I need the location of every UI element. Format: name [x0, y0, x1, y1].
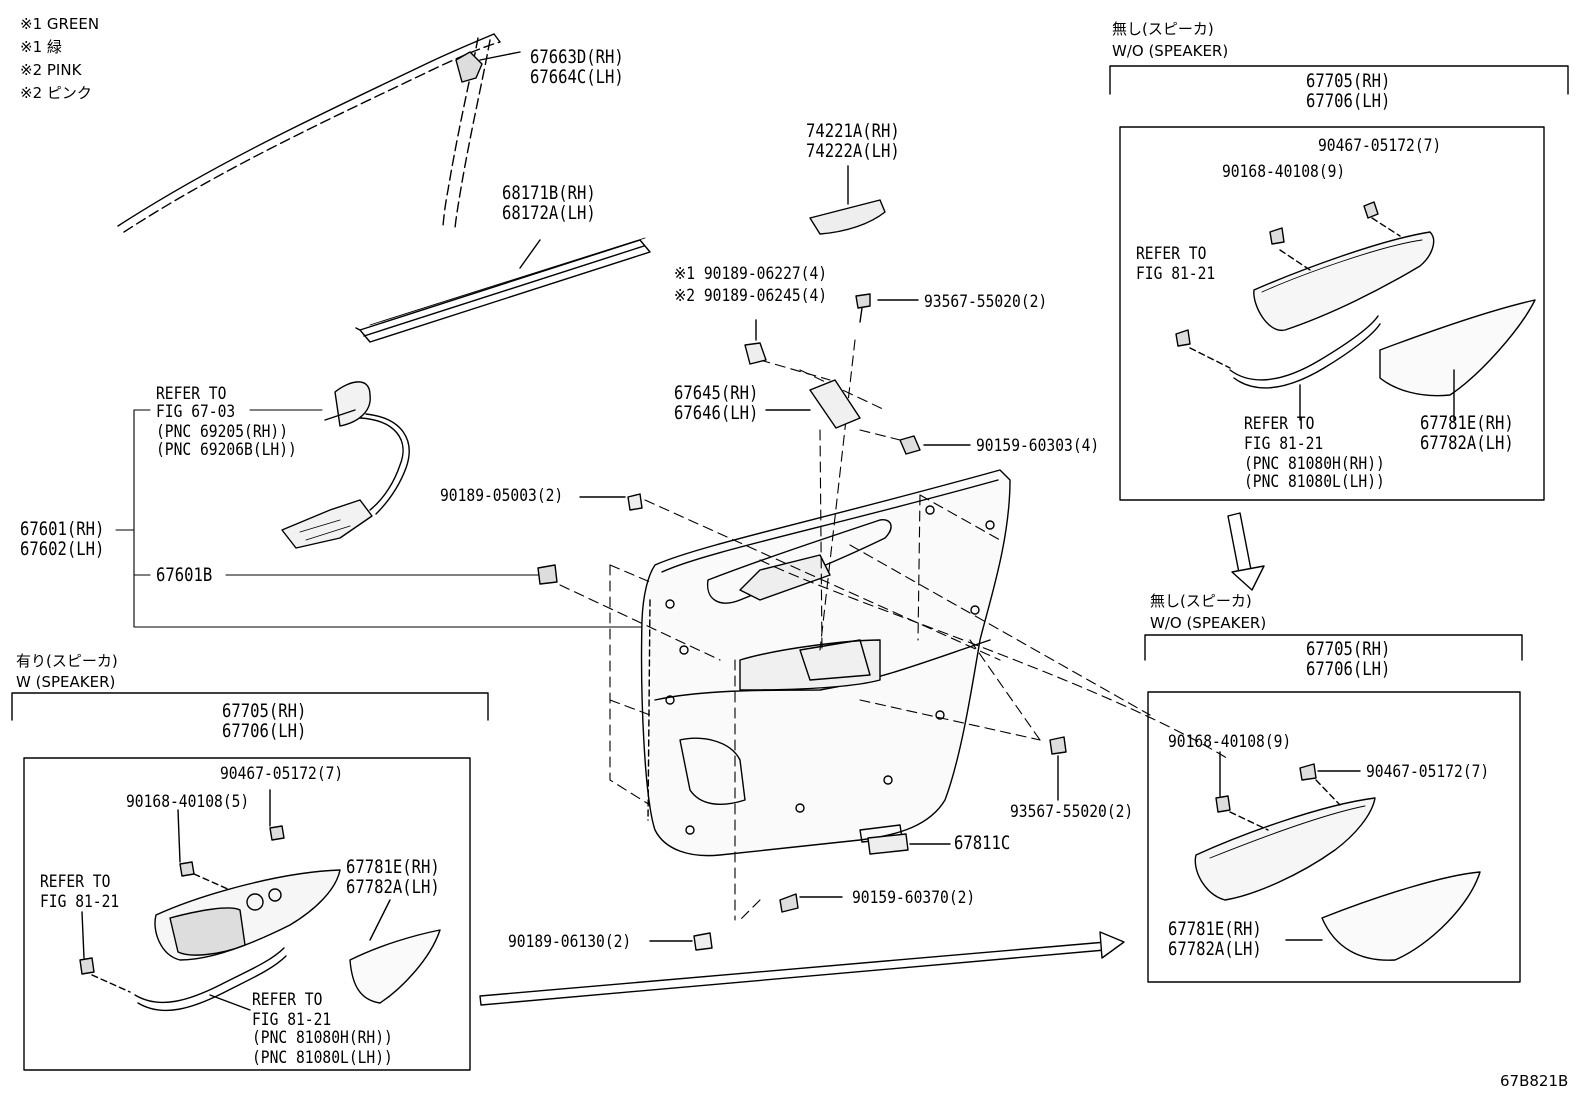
br-title-en: W/O (SPEAKER) [1150, 614, 1267, 632]
panel-74221 [809, 165, 886, 235]
dashed-guides [559, 339, 1231, 921]
bl-assy-lh: 67706(LH) [222, 720, 307, 742]
part-label-clip-05003: 90189-05003(2) [440, 486, 564, 506]
bl-trim-rh: 67781E(RH) [346, 856, 440, 878]
door-frame-molding [117, 33, 521, 233]
br-assy-lh: 67706(LH) [1306, 658, 1391, 680]
part-label-clip-green: ※1 90189-06227(4) [674, 264, 828, 284]
bl-title-en: W (SPEAKER) [16, 673, 116, 691]
part-label-67663d: 67663D(RH) [530, 46, 624, 68]
bl-refer-b-1: REFER TO [252, 990, 323, 1010]
part-label-clip-06130: 90189-06130(2) [508, 932, 632, 952]
fasteners-center [537, 293, 1067, 951]
tr-screw: 90168-40108(9) [1222, 162, 1346, 182]
legend-green: ※1 GREEN [20, 15, 100, 33]
br-clip: 90467-05172(7) [1366, 762, 1490, 782]
br-trim-lh: 67782A(LH) [1168, 938, 1262, 960]
refer-handle-3: (PNC 69205(RH)) [156, 422, 289, 442]
tr-trim-lh: 67782A(LH) [1420, 432, 1514, 454]
part-label-67811c: 67811C [954, 832, 1011, 854]
bl-clip: 90467-05172(7) [220, 764, 344, 784]
leader-lines-left [115, 409, 646, 628]
tr-title-jp: 無し(スピーカ) [1112, 20, 1214, 38]
br-screw: 90168-40108(9) [1168, 732, 1292, 752]
tr-refer-a-2: FIG 81-21 [1136, 264, 1216, 284]
part-label-67601: 67601(RH) [20, 518, 105, 540]
br-trim-rh: 67781E(RH) [1168, 918, 1262, 940]
tr-trim-rh: 67781E(RH) [1420, 412, 1514, 434]
inside-handle-cable [281, 381, 410, 549]
bl-refer-a-2: FIG 81-21 [40, 892, 120, 912]
part-label-screw-top: 93567-55020(2) [924, 292, 1048, 312]
part-label-67646: 67646(LH) [674, 402, 759, 424]
bl-refer-b-3: (PNC 81080H(RH)) [252, 1028, 393, 1048]
section-top-right [1109, 65, 1569, 501]
diagram-code: 67B821B [1500, 1072, 1569, 1090]
bl-assy-rh: 67705(RH) [222, 700, 307, 722]
tr-refer-a-1: REFER TO [1136, 244, 1207, 264]
tr-refer-b-4: (PNC 81080L(LH)) [1244, 472, 1385, 492]
bl-title-jp: 有り(スピーカ) [16, 652, 118, 670]
part-label-67645: 67645(RH) [674, 382, 759, 404]
section-bottom-left [11, 692, 489, 1071]
part-label-screw-90159-bottom: 90159-60370(2) [852, 888, 976, 908]
tr-title-en: W/O (SPEAKER) [1112, 42, 1229, 60]
refer-handle-2: FIG 67-03 [156, 402, 236, 422]
br-assy-rh: 67705(RH) [1306, 638, 1391, 660]
tr-assy-lh: 67706(LH) [1306, 90, 1391, 112]
tr-clip: 90467-05172(7) [1318, 136, 1442, 156]
arrow-down [1227, 512, 1265, 591]
part-label-clip-pink: ※2 90189-06245(4) [674, 286, 828, 306]
arrow-bottom [479, 931, 1125, 1006]
bl-refer-b-4: (PNC 81080L(LH)) [252, 1048, 393, 1068]
bl-refer-b-2: FIG 81-21 [252, 1010, 332, 1030]
bl-trim-lh: 67782A(LH) [346, 876, 440, 898]
part-label-67664c: 67664C(LH) [530, 66, 624, 88]
part-label-67601b: 67601B [156, 564, 213, 586]
refer-handle-4: (PNC 69206B(LH)) [156, 440, 297, 460]
refer-handle-1: REFER TO [156, 384, 227, 404]
legend-green-jp: ※1 緑 [20, 38, 62, 56]
part-label-67602: 67602(LH) [20, 538, 105, 560]
part-label-68171b: 68171B(RH) [502, 182, 596, 204]
section-bottom-right [1144, 634, 1523, 983]
part-label-screw-right: 93567-55020(2) [1010, 802, 1134, 822]
bl-refer-a-1: REFER TO [40, 872, 111, 892]
bl-screw: 90168-40108(5) [126, 792, 250, 812]
part-label-74222a: 74222A(LH) [806, 140, 900, 162]
legend-pink: ※2 PINK [20, 61, 82, 79]
part-label-74221a: 74221A(RH) [806, 120, 900, 142]
legend-pink-jp: ※2 ピンク [20, 84, 92, 102]
tr-assy-rh: 67705(RH) [1306, 70, 1391, 92]
br-title-jp: 無し(スピーカ) [1150, 592, 1252, 610]
tr-refer-b-1: REFER TO [1244, 414, 1315, 434]
door-trim-board [640, 469, 1011, 857]
part-label-68172a: 68172A(LH) [502, 202, 596, 224]
part-label-screw-90159-top: 90159-60303(4) [976, 436, 1100, 456]
tr-refer-b-3: (PNC 81080H(RH)) [1244, 454, 1385, 474]
belt-weatherstrip [355, 237, 651, 343]
tr-refer-b-2: FIG 81-21 [1244, 434, 1324, 454]
